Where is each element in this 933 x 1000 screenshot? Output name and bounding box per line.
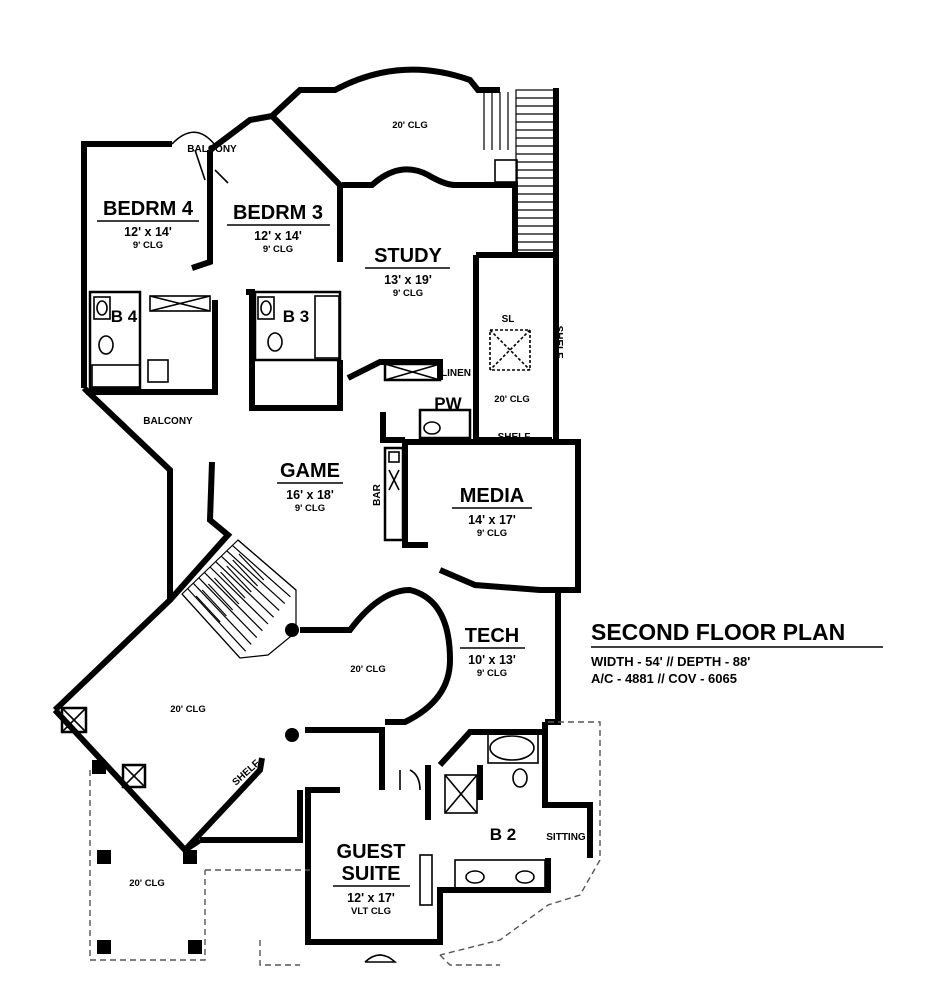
- stair-tread: [192, 582, 252, 645]
- clg-left-label: 20' CLG: [170, 704, 206, 715]
- media-ceiling: 9' CLG: [477, 528, 507, 539]
- bedrm-3-ceiling: 9' CLG: [263, 244, 293, 255]
- room-tech: TECH 10' x 13' 9' CLG: [460, 625, 525, 679]
- media-size: 14' x 17': [468, 513, 516, 527]
- stair-tread: [220, 555, 280, 611]
- room-study: STUDY 13' x 19' 9' CLG: [365, 245, 450, 299]
- guest-suite-name-line1: GUEST: [337, 841, 406, 863]
- room-game: GAME 16' x 18' 9' CLG: [277, 460, 343, 514]
- balcony-left-label: BALCONY: [143, 416, 193, 427]
- stair-tread: [237, 539, 297, 591]
- stair-tread: [226, 565, 252, 593]
- stair-tread: [238, 553, 265, 581]
- media-name: MEDIA: [460, 485, 524, 507]
- study-size: 13' x 19': [384, 273, 432, 287]
- plan-spec-width-depth: WIDTH - 54' // DEPTH - 88': [591, 654, 750, 669]
- bath-2-label: B 2: [490, 825, 516, 844]
- powder-room-label: PW: [434, 394, 462, 413]
- plan-title: SECOND FLOOR PLAN: [591, 619, 845, 645]
- room-bedrm-4: BEDRM 4 12' x 14' 9' CLG: [97, 198, 199, 251]
- stair-tread: [181, 593, 241, 659]
- interior-fixtures: [60, 131, 546, 963]
- clg-storage-label: 20' CLG: [494, 394, 530, 405]
- stair-tread: [232, 559, 258, 587]
- clg-porch-label: 20' CLG: [129, 878, 165, 889]
- stair-tread: [232, 544, 291, 598]
- stair-tread: [187, 588, 247, 652]
- balcony-top-label: BALCONY: [187, 144, 237, 155]
- stair-tread: [220, 571, 246, 599]
- study-name: STUDY: [374, 245, 442, 267]
- plan-title-block: SECOND FLOOR PLAN WIDTH - 54' // DEPTH -…: [591, 619, 883, 686]
- stair-tread: [203, 571, 263, 632]
- tech-ceiling: 9' CLG: [477, 668, 507, 679]
- guest-suite-ceiling: VLT CLG: [351, 906, 391, 917]
- stair-tread: [226, 550, 286, 605]
- bedrm-4-name: BEDRM 4: [103, 198, 194, 220]
- stair-tread: [201, 589, 227, 617]
- bar-label: BAR: [372, 483, 383, 505]
- room-guest-suite: GUEST SUITE 12' x 17' VLT CLG: [333, 841, 410, 917]
- skylight-label: SL: [502, 314, 515, 325]
- stair-tread: [195, 595, 221, 623]
- bath-3-label: B 3: [283, 307, 309, 326]
- room-media: MEDIA 14' x 17' 9' CLG: [452, 485, 532, 539]
- game-size: 16' x 18': [286, 488, 334, 502]
- plan-spec-area: A/C - 4881 // COV - 6065: [591, 671, 737, 686]
- guest-suite-name-line2: SUITE: [342, 863, 401, 885]
- clg-center-label: 20' CLG: [350, 664, 386, 675]
- bedrm-3-name: BEDRM 3: [233, 202, 323, 224]
- stair-tread: [198, 577, 258, 639]
- stair-tread: [209, 566, 269, 625]
- tech-name: TECH: [465, 625, 519, 647]
- stair-tread: [215, 561, 275, 618]
- game-ceiling: 9' CLG: [295, 503, 325, 514]
- linen-label: LINEN: [441, 368, 471, 379]
- clg-top-label: 20' CLG: [392, 120, 428, 131]
- bedrm-3-size: 12' x 14': [254, 229, 302, 243]
- tech-size: 10' x 13': [468, 653, 516, 667]
- shelf-bottom-label: SHELF: [498, 432, 531, 443]
- guest-suite-size: 12' x 17': [347, 891, 395, 905]
- bedrm-4-ceiling: 9' CLG: [133, 240, 163, 251]
- bedrm-4-size: 12' x 14': [124, 225, 172, 239]
- study-ceiling: 9' CLG: [393, 288, 423, 299]
- sitting-label: SITTING: [546, 832, 586, 843]
- shelf-right-label: SHELF: [553, 326, 564, 359]
- stair-tread: [207, 583, 234, 611]
- stairs: [181, 89, 555, 659]
- room-bedrm-3: BEDRM 3 12' x 14' 9' CLG: [227, 202, 330, 255]
- dashed-outlines: [89, 721, 601, 966]
- stair-tread: [214, 577, 240, 605]
- bath-4-label: B 4: [111, 307, 138, 326]
- stair-top-stringer: [515, 89, 555, 256]
- game-name: GAME: [280, 460, 340, 482]
